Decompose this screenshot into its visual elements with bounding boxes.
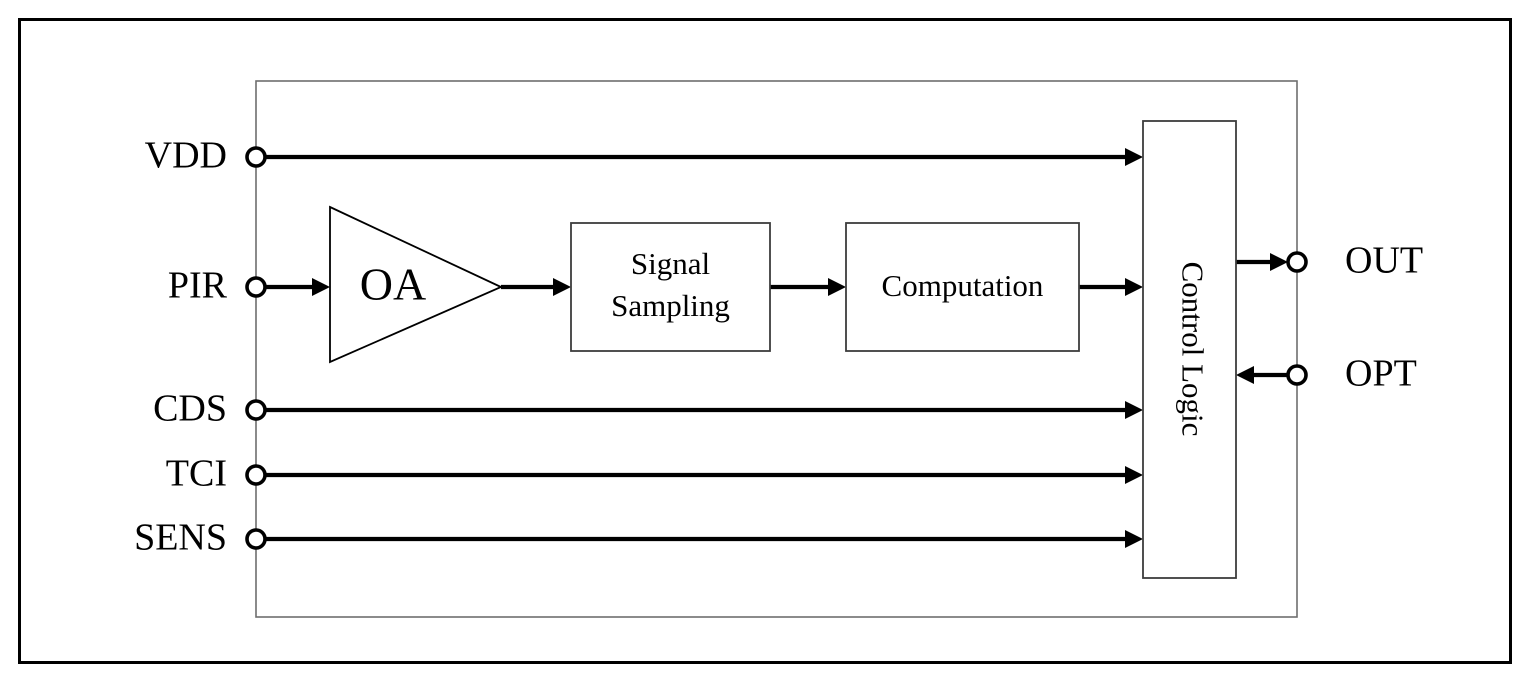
pin-label-pir: PIR bbox=[168, 265, 228, 307]
pin-label-opt: OPT bbox=[1345, 353, 1417, 395]
wire-sens-to-control bbox=[265, 530, 1143, 548]
wire-control-to-out bbox=[1236, 253, 1288, 271]
arrow-head-icon bbox=[1125, 148, 1143, 166]
block-control-logic[interactable]: Control Logic bbox=[1142, 120, 1237, 579]
computation-label: Computation bbox=[882, 268, 1044, 303]
wire-op-amp-to-sampling bbox=[501, 278, 571, 296]
arrow-head-icon bbox=[1125, 401, 1143, 419]
block-signal-sampling[interactable]: Signal Sampling bbox=[570, 222, 771, 352]
chip-boundary bbox=[255, 80, 1298, 618]
wire-sampling-to-computation bbox=[770, 278, 846, 296]
pin-vdd[interactable]: VDD bbox=[145, 135, 267, 177]
wire-pir-to-op-amp bbox=[265, 278, 330, 296]
op-amp-triangle-shape bbox=[329, 205, 504, 364]
computation-rect bbox=[845, 222, 1080, 352]
pin-label-tci: TCI bbox=[166, 453, 227, 495]
pin-out[interactable]: OUT bbox=[1286, 240, 1423, 282]
signal-sampling-rect bbox=[570, 222, 771, 352]
block-op-amp[interactable]: OA bbox=[329, 205, 504, 364]
block-computation[interactable]: Computation bbox=[845, 222, 1080, 352]
signal-sampling-label-line-2: Sampling bbox=[611, 288, 730, 323]
op-amp-label: OA bbox=[360, 259, 426, 310]
pin-label-sens: SENS bbox=[134, 517, 227, 559]
wire-tci-to-control bbox=[265, 466, 1143, 484]
pin-circle-icon bbox=[245, 146, 267, 168]
pin-circle-icon bbox=[245, 528, 267, 550]
pin-label-out: OUT bbox=[1345, 240, 1423, 282]
pin-label-vdd: VDD bbox=[145, 135, 227, 177]
arrow-head-icon bbox=[1125, 278, 1143, 296]
arrow-head-icon bbox=[553, 278, 571, 296]
pin-circle-icon bbox=[1286, 364, 1308, 386]
pin-tci[interactable]: TCI bbox=[166, 453, 267, 495]
arrow-head-icon bbox=[1125, 466, 1143, 484]
arrow-head-icon bbox=[1270, 253, 1288, 271]
pin-label-cds: CDS bbox=[153, 388, 227, 430]
pin-circle-icon bbox=[245, 276, 267, 298]
wire-cds-to-control bbox=[265, 401, 1143, 419]
wire-computation-to-control bbox=[1079, 278, 1143, 296]
pin-opt[interactable]: OPT bbox=[1286, 353, 1417, 395]
pin-circle-icon bbox=[1286, 251, 1308, 273]
pin-circle-icon bbox=[245, 464, 267, 486]
arrow-head-icon bbox=[1236, 366, 1254, 384]
wire-vdd-to-control bbox=[265, 148, 1143, 166]
wire-opt-to-control bbox=[1236, 366, 1288, 384]
arrow-head-icon bbox=[1125, 530, 1143, 548]
pin-cds[interactable]: CDS bbox=[153, 388, 267, 430]
signal-sampling-label-line-1: Signal bbox=[631, 246, 710, 281]
pin-circle-icon bbox=[245, 399, 267, 421]
control-logic-label: Control Logic bbox=[1175, 262, 1210, 437]
arrow-head-icon bbox=[828, 278, 846, 296]
arrow-head-icon bbox=[312, 278, 330, 296]
control-logic-rect bbox=[1142, 120, 1237, 579]
pin-sens[interactable]: SENS bbox=[134, 517, 267, 559]
pin-pir[interactable]: PIR bbox=[168, 265, 267, 307]
